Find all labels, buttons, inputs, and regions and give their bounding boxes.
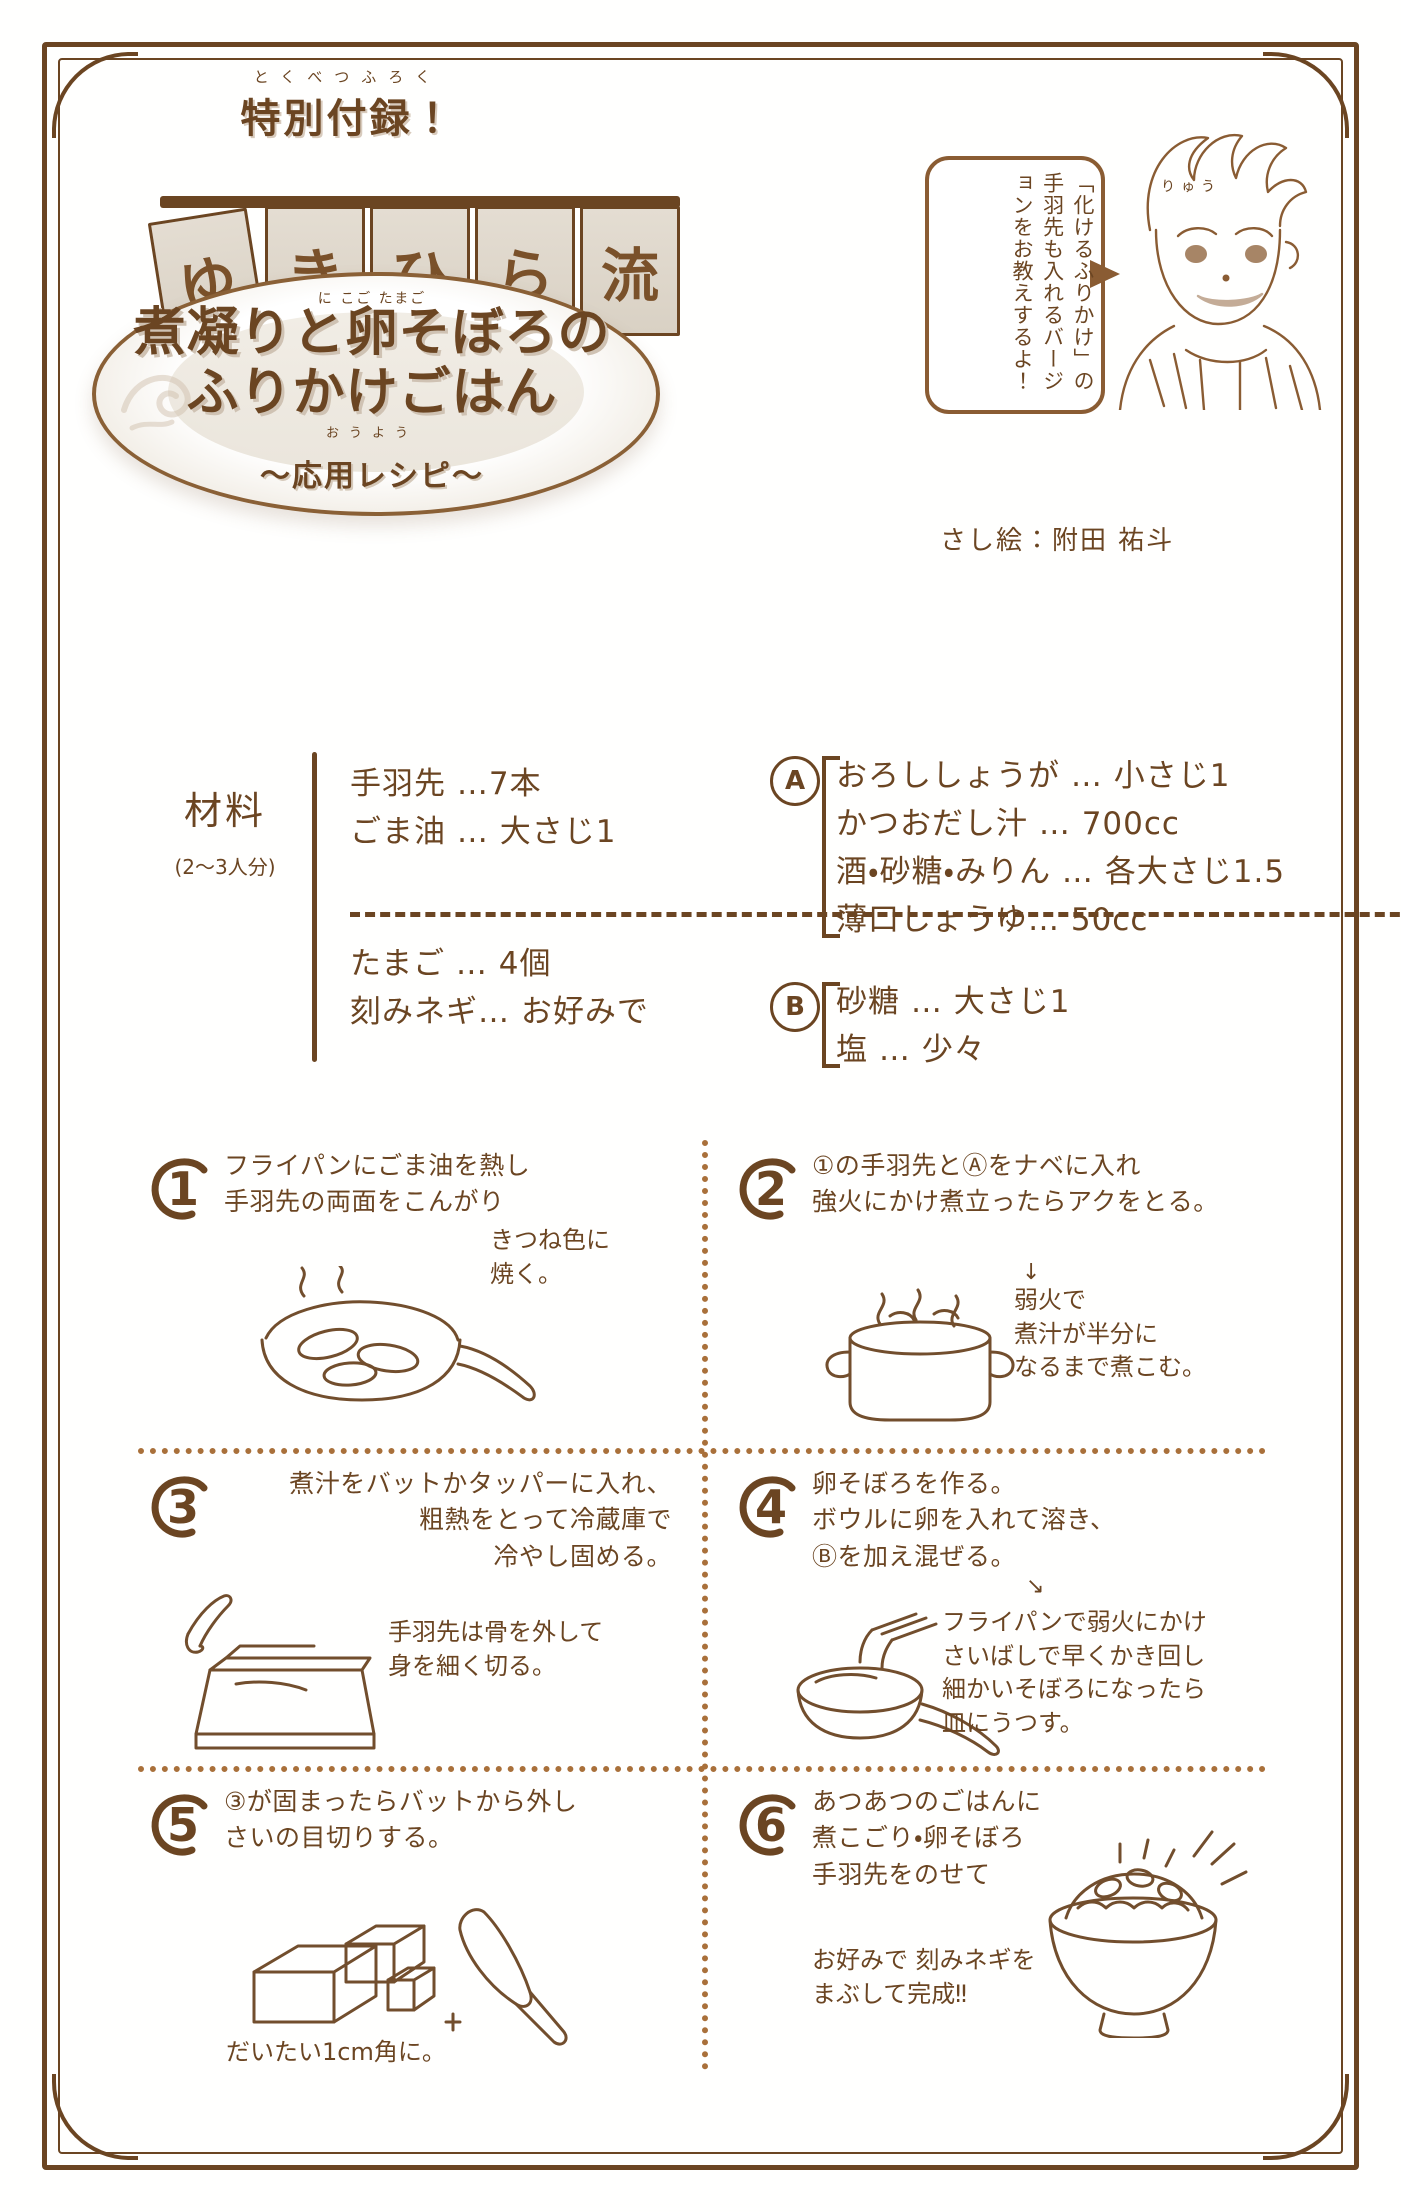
frying-pan-icon [260,1266,536,1402]
page-border-outer [42,42,1359,2170]
step-note-6: お好みで 刻みネギを まぶして完成‼ [812,1946,1036,2008]
speech-bubble-text: 「化けるふりかけ」の手羽先も入れるバージョンをお教えするよ！ [1010,172,1095,392]
group-b-marker: B [770,982,820,1033]
step-number-3: 3 [146,1470,220,1544]
recipe-title-line-1: 煮凝りと卵そぼろの [133,303,611,363]
step-arrow-4: ↘ [1026,1574,1045,1599]
ingredients-vertical-rule [312,752,317,1062]
group-a-marker: A [770,756,820,806]
step-card-2: 2 ①の手羽先とⒶをナベに入れ 強火にかけ煮立ったらアクをとる。 ↓ 弱火で 煮… [726,1148,1266,1448]
circle-stroke-icon [739,1794,796,1856]
rice-bowl-icon [1048,1830,1248,2038]
circle-stroke-icon [151,1476,208,1538]
title-plate-inner [168,312,584,472]
ingredients-right-column: A おろししょうが … 小さじ1 かつおだし汁 … 700cc 酒・砂糖・みりん… [770,752,1286,1074]
group-b-bracket [822,982,840,1069]
step-text-3: 煮汁をバットかタッパーに入れ、 粗熱をとって冷蔵庫で 冷やし固める。 [289,1469,672,1571]
ingredient-item: かつおだし汁 … 700cc [836,806,1180,843]
ingredients-left-column: 手羽先 …7本 ごま油 … 大さじ1 たまご … 4個 刻みネギ… お好みで [350,760,780,1036]
corner-ornament-bottom-left [52,2074,138,2160]
steps-section: 1 フライパンにごま油を熱し 手羽先の両面をこんがり きつね色に 焼く。 2 [138,1140,1266,2070]
ingredient-item: 砂糖 … 大さじ1 [836,984,1071,1021]
step-note-3: 手羽先は骨を外して 身を細く切る。 [388,1618,604,1680]
step-text-6: あつあつのごはんに 煮こごり・卵そぼろ 手羽先をのせて [812,1787,1042,1889]
ingredient-item: 塩 … 少々 [836,1032,986,1069]
steps-horizontal-separator-1 [138,1448,1266,1454]
step-note-5: だいたい1cm角に。 [226,2038,446,2066]
noren-rod [160,196,680,208]
recipe-title-line-2: ふりかけごはん [186,363,558,424]
page-border-inner [58,58,1343,2154]
step-number-5: 5 [146,1788,220,1862]
steps-horizontal-separator-2 [138,1766,1266,1772]
step-card-4: 4 卵そぼろを作る。 ボウルに卵を入れて溶き、 Ⓑを加え混ぜる。 ↘ フライパン… [726,1466,1266,1766]
step-card-5: 5 ③が固まったらバットから外し さいの目切りする。 だいたい1cm角に。 [138,1784,678,2084]
subtitle-furigana: おうよう [325,426,418,442]
ingredients-section: 材料 (2〜3人分) 手羽先 …7本 ごま油 … 大さじ1 たまご … 4個 刻… [150,740,1401,1120]
step-text-5: ③が固まったらバットから外し さいの目切りする。 [224,1787,578,1853]
ingredient-item: ごま油 … 大さじ1 [350,814,617,851]
plate-scroll-ornament-icon [121,374,191,431]
title-furigana: に こご たまご [317,291,427,307]
ingredients-dashed-separator [350,912,1401,917]
ingredient-group-b: B 砂糖 … 大さじ1 塩 … 少々 [770,978,1280,1074]
step-note-4: フライパンで弱火にかけ さいばしで早くかき回し 細かいそぼろになったら 皿にうつ… [942,1608,1207,1737]
tray-icon [184,1594,376,1750]
step-note-2: 弱火で 煮汁が半分に なるまで煮こむ。 [1014,1286,1206,1382]
step-number-1: 1 [146,1152,220,1226]
ingredient-item: おろししょうが … 小さじ1 [836,758,1231,794]
ingredient-group-a: A おろししょうが … 小さじ1 かつおだし汁 … 700cc 酒・砂糖・みりん… [770,752,1286,944]
bowl-chopsticks-icon [796,1612,1000,1756]
step-number-2: 2 [734,1152,808,1226]
ingredients-label-block: 材料 (2〜3人分) [150,780,300,880]
ingredient-item: たまご … 4個 [350,946,552,983]
circle-stroke-icon [151,1158,208,1220]
recipe-subtitle: 〜応用レシピ〜 [260,459,484,495]
circle-stroke-icon [739,1158,796,1220]
noren-panel-5: 流 [580,206,680,336]
step-arrow-2: ↓ [1022,1260,1041,1285]
step-number-6: 6 [734,1788,808,1862]
group-a-bracket [822,756,840,939]
illustration-credit: さし絵：附田 祐斗 [940,526,1175,556]
ingredient-item: 酒・砂糖・みりん … 各大さじ1.5 [836,854,1286,891]
step-text-1: フライパンにごま油を熱し 手羽先の両面をこんがり [224,1151,531,1217]
step-text-4: 卵そぼろを作る。 ボウルに卵を入れて溶き、 Ⓑを加え混ぜる。 [812,1469,1116,1571]
noren-ryu-furigana: りゅう [1161,179,1221,195]
ingredient-item: 薄口しょうゆ… 50cc [836,902,1149,939]
corner-ornament-top-left [52,52,138,138]
ingredients-label: 材料 [183,789,266,833]
pot-icon [825,1288,1015,1422]
step-card-1: 1 フライパンにごま油を熱し 手羽先の両面をこんがり きつね色に 焼く。 [138,1148,678,1448]
corner-ornament-bottom-right [1263,2074,1349,2160]
ingredient-item: 刻みネギ… お好みで [350,994,649,1031]
badge-furigana: とくべつふろく [253,68,443,86]
step-card-3: 3 煮汁をバットかタッパーに入れ、 粗熱をとって冷蔵庫で 冷やし固める。 手羽先… [138,1466,678,1766]
step-text-2: ①の手羽先とⒶをナベに入れ 強火にかけ煮立ったらアクをとる。 [812,1151,1219,1217]
step-number-4: 4 [734,1470,808,1544]
step-note-1: きつね色に 焼く。 [490,1226,610,1288]
speech-bubble-tail [1090,260,1120,288]
circle-stroke-icon [739,1476,796,1538]
special-supplement-badge: 特別付録！ [240,96,456,142]
step-card-6: 6 あつあつのごはんに 煮こごり・卵そぼろ 手羽先をのせて お好みで 刻みネギを… [726,1784,1266,2084]
circle-stroke-icon [151,1794,208,1856]
chef-character-illustration [1118,133,1322,410]
knife-cubes-icon [252,1908,568,2046]
ingredient-item: 手羽先 …7本 [350,766,542,802]
recipe-title-block: に こご たまご 煮凝りと卵そぼろの ふりかけごはん おうよう 〜応用レシピ〜 [92,288,652,495]
steps-vertical-separator [702,1140,708,2070]
title-plate-graphic [92,272,660,516]
ingredients-serving: (2〜3人分) [174,855,276,879]
